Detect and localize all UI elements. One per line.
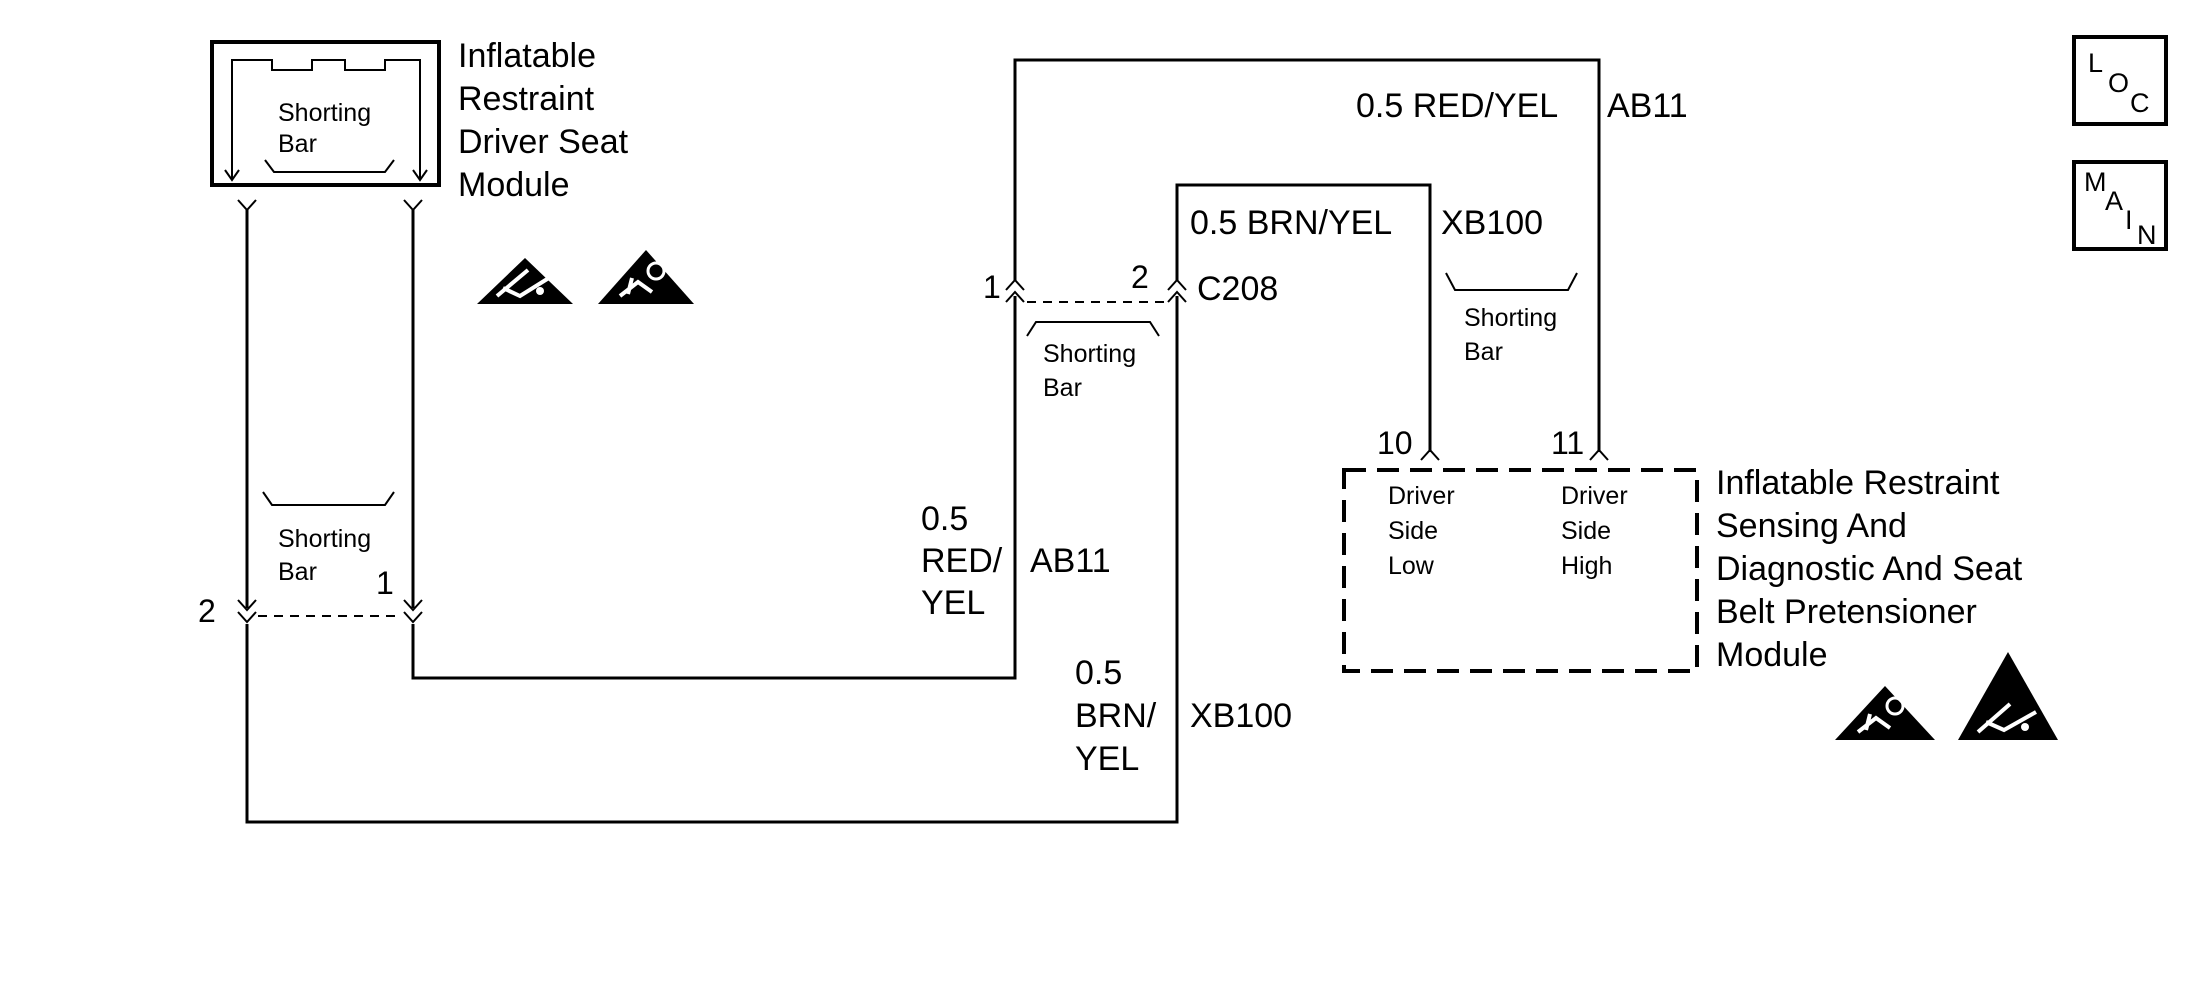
sdm-pin-11: 11 [1551,425,1584,461]
module-connector-outline [231,59,421,77]
airbag-warning-icon [598,250,694,304]
svg-text:RED/: RED/ [921,542,1003,580]
sdm-shorting-bar-line1: Shorting [1464,304,1557,332]
main-button-letter-m: M [2084,167,2107,197]
main-button[interactable]: M A I N [2072,160,2168,251]
wire-label-brn-yel-top: 0.5 BRN/YEL XB100 [1190,204,1543,242]
sdm-name-line5: Module [1716,636,1828,674]
sdm-pin-11-label-line3: High [1561,552,1612,580]
sdm-name-line2: Sensing And [1716,507,1907,545]
seat-connector-top-terminals [237,199,423,212]
sdm-pin-10-label-line2: Side [1388,517,1438,545]
svg-text:0.5: 0.5 [921,500,968,538]
sensing-diagnostic-module: 10 11 Driver Side Low Driver Side High I… [1342,425,2023,674]
esd-warning-icon [477,258,573,304]
sdm-name-line1: Inflatable Restraint [1716,464,2000,502]
main-button-letter-a: A [2105,186,2123,216]
svg-text:YEL: YEL [1075,740,1139,778]
svg-text:0.5 RED/YEL: 0.5 RED/YEL [1356,87,1558,125]
connector-c208: 1 2 C208 Shorting Bar [983,259,1278,402]
wire-brn-yel-upper [1175,183,1432,452]
seat-module-name-line4: Module [458,166,570,204]
driver-seat-module: Shorting Bar Inflatable Restraint Driver… [210,37,629,204]
seat-connector-pin-1: 1 [376,565,394,601]
wire-label-red-yel-top: 0.5 RED/YEL AB11 [1350,82,1688,126]
module-shorting-bar-bracket [264,159,395,173]
main-button-letter-i: I [2125,205,2133,235]
c208-shorting-bar-bracket [1026,321,1160,337]
sdm-pin-10-label-line1: Driver [1388,482,1455,510]
circuit-ab11-top: AB11 [1607,87,1688,125]
sdm-shorting-bar: Shorting Bar [1445,272,1578,366]
sdm-name-line3: Diagnostic And Seat [1716,550,2023,588]
lower-shorting-bar-line2: Bar [278,558,317,586]
c208-label: C208 [1197,270,1278,308]
c208-shorting-bar-line1: Shorting [1043,340,1136,368]
svg-text:BRN/: BRN/ [1075,697,1157,735]
svg-text:YEL: YEL [921,584,985,622]
loc-button-letter-c: C [2130,88,2150,118]
sdm-pin-10-label-line3: Low [1388,552,1435,580]
svg-text:0.5: 0.5 [1075,654,1122,692]
main-button-letter-n: N [2137,220,2157,250]
sdm-pin-11-label-line2: Side [1561,517,1611,545]
wire-label-brn-yel-vertical: 0.5 BRN/ YEL XB100 [1075,654,1292,778]
seat-connector-pin-2: 2 [198,593,216,629]
module-shorting-bar-line1: Shorting [278,99,371,127]
wire-brn-yel-lower [245,296,1179,824]
seat-connector-bottom: 2 1 [198,565,423,629]
circuit-ab11-vertical: AB11 [1030,542,1111,580]
module-shorting-bar-line2: Bar [278,130,317,158]
esd-warning-icon [1958,652,2058,740]
seat-module-name-line1: Inflatable [458,37,596,75]
sdm-pin-10: 10 [1377,425,1413,461]
wire-label-red-yel-vertical: 0.5 RED/ YEL AB11 [921,500,1111,622]
wire-red-yel-lower [411,296,1017,680]
seat-module-name-line3: Driver Seat [458,123,629,161]
loc-button[interactable]: L O C [2072,35,2168,126]
sdm-shorting-bar-line2: Bar [1464,338,1503,366]
loc-button-letter-o: O [2108,68,2129,98]
c208-pin-1: 1 [983,269,1001,305]
c208-shorting-bar-line2: Bar [1043,374,1082,402]
sdm-name-line4: Belt Pretensioner [1716,593,1977,631]
lower-shorting-bar: Shorting Bar [262,491,395,586]
c208-pin-2: 2 [1131,259,1149,295]
circuit-xb100-vertical: XB100 [1190,697,1292,735]
loc-button-letter-l: L [2088,48,2103,78]
wire-red-yel-upper [1013,58,1601,452]
lower-shorting-bar-line1: Shorting [278,525,371,553]
sdm-pin-11-label-line1: Driver [1561,482,1628,510]
svg-text:0.5 BRN/YEL: 0.5 BRN/YEL [1190,204,1392,242]
airbag-warning-icon [1835,686,1935,740]
seat-module-name-line2: Restraint [458,80,595,118]
circuit-xb100-top: XB100 [1441,204,1543,242]
